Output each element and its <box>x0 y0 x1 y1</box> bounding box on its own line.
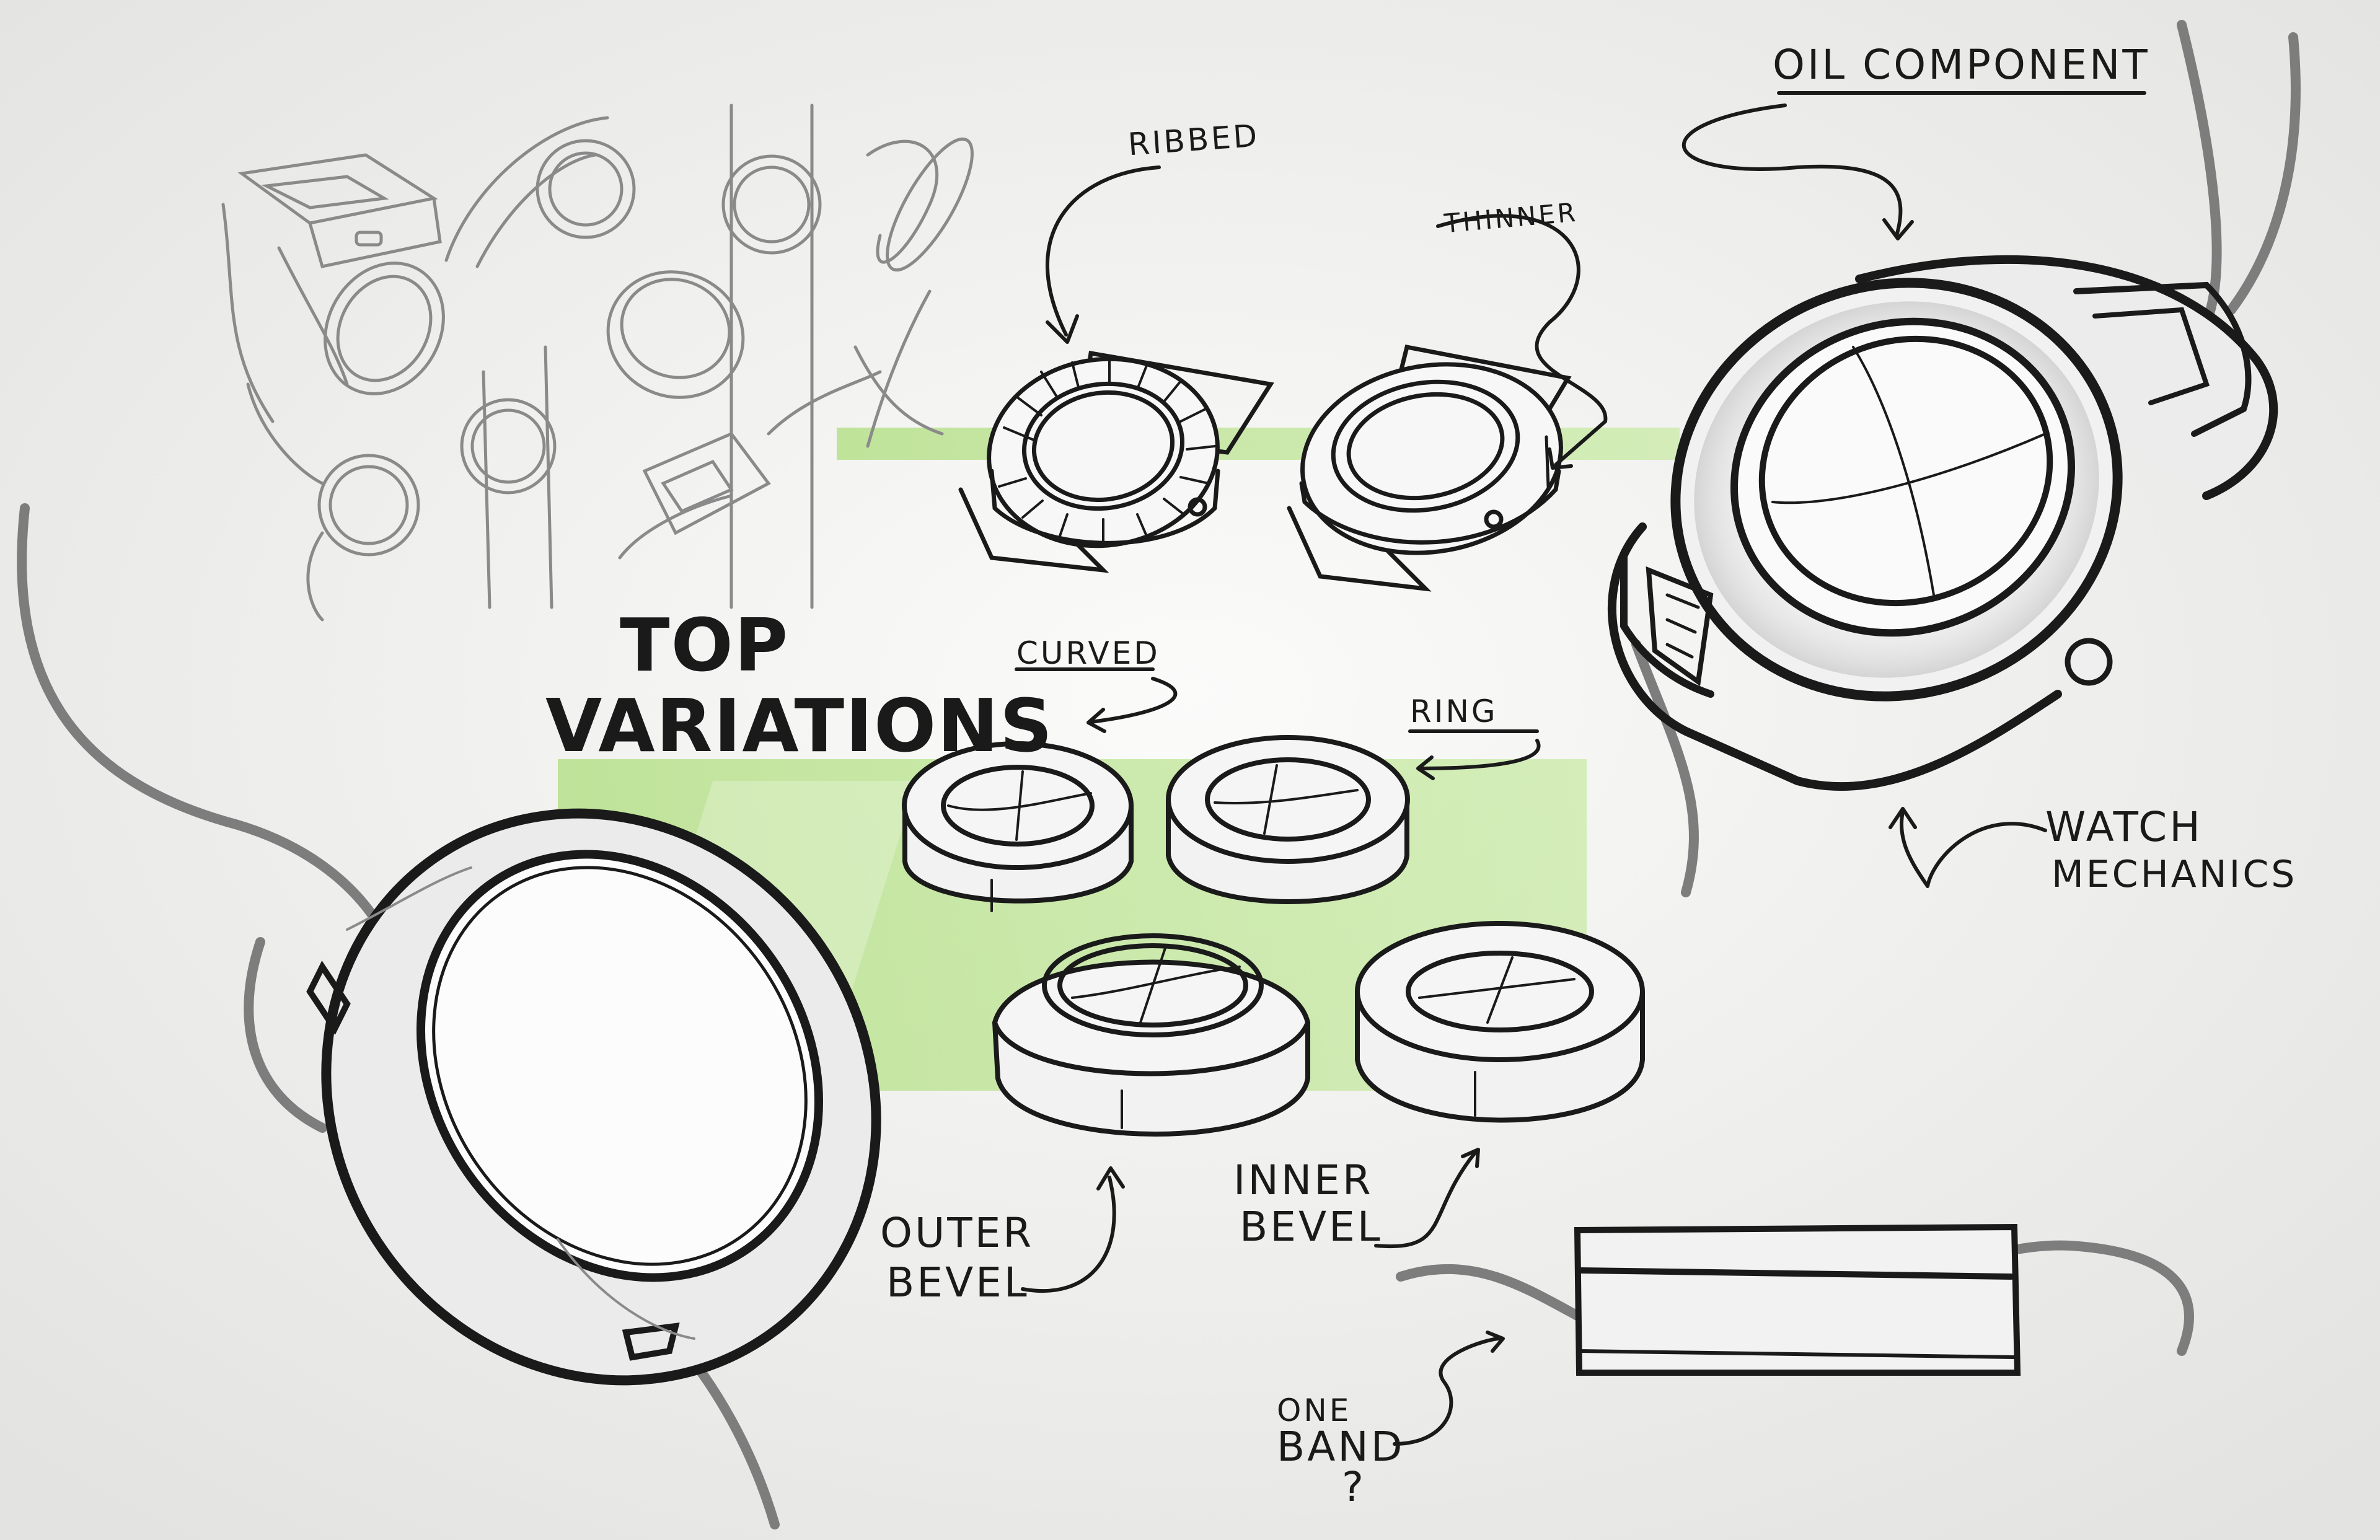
one-band-sketch <box>1574 1223 2021 1376</box>
label-top: Top <box>620 602 790 688</box>
top-variation-outer-bevel <box>992 933 1311 1137</box>
label-mechanics: Mechanics <box>2052 853 2298 896</box>
large-ring-sketch <box>306 808 881 1386</box>
thumbnail-sketches <box>221 103 974 622</box>
label-oil-component: Oil Component <box>1773 41 2150 89</box>
label-outer-bevel: Bevel <box>886 1259 1029 1306</box>
label-watch: Watch <box>2045 803 2203 851</box>
label-inner-bevel: Bevel <box>1240 1203 1383 1251</box>
label-ring: Ring <box>1410 693 1498 729</box>
top-variation-inner-bevel <box>1355 921 1645 1123</box>
annotation-arrows <box>1015 91 2146 1446</box>
oil-component-watch <box>1607 255 2278 791</box>
top-variation-curved <box>902 741 1134 912</box>
ribbed-watch-sketch <box>958 350 1274 573</box>
thinner-watch-sketch <box>1287 344 1572 592</box>
label-curved: Curved <box>1016 635 1160 671</box>
label-band: Band <box>1277 1423 1405 1471</box>
label-question-mark: ? <box>1342 1463 1367 1511</box>
label-ribbed: Ribbed <box>1127 117 1261 163</box>
label-variations: Variations <box>545 683 1054 768</box>
label-outer: Outer <box>880 1209 1034 1257</box>
label-inner: Inner <box>1233 1156 1373 1204</box>
label-one: One <box>1277 1393 1352 1428</box>
top-variation-ring <box>1166 735 1410 904</box>
